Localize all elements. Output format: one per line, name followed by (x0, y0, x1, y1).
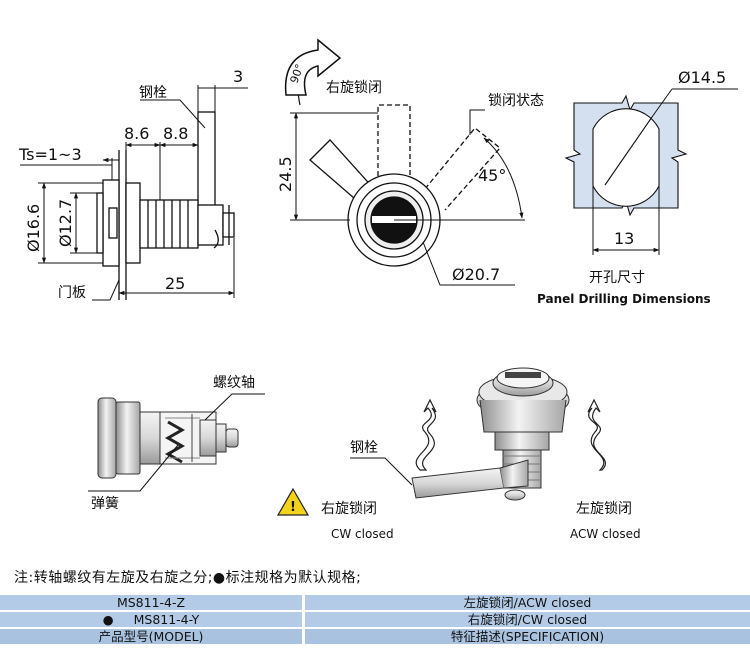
drilling-dimensions (592, 88, 738, 255)
drilling-title-en: Panel Drilling Dimensions (537, 292, 711, 306)
rotation-angle: 90° (288, 62, 307, 85)
front-view-lock (309, 104, 501, 267)
table-header-row: 产品型号(MODEL) 特征描述(SPECIFICATION) (0, 629, 750, 644)
side-photo-lock (97, 397, 239, 479)
drilling-labels: Ø14.5 13 开孔尺寸 Panel Drilling Dimensions (537, 68, 726, 306)
drilling-title-cn: 开孔尺寸 (589, 270, 645, 286)
angle-45: 45° (478, 166, 506, 185)
model-cell: ● MS811-4-Y (0, 612, 305, 627)
model-cell: MS811-4-Z (0, 595, 305, 610)
dia-14-5: Ø14.5 (678, 68, 726, 87)
cw-rotation-arrow-icon (415, 398, 437, 471)
spec-cell: 右旋锁闭/CW closed (305, 612, 750, 627)
table-row: MS811-4-Z 左旋锁闭/ACW closed (0, 595, 750, 610)
dim-3: 3 (233, 67, 243, 86)
iso-lock (411, 367, 570, 501)
table-row: ● MS811-4-Y 右旋锁闭/CW closed (0, 612, 750, 627)
side-photo-leaders (88, 393, 265, 492)
cw-closed-en: CW closed (331, 527, 394, 541)
warning-icon: ! (276, 487, 310, 516)
dim-13: 13 (614, 229, 634, 248)
dia-12-7: Ø12.7 (56, 199, 75, 247)
ts-label: Ts=1~3 (18, 145, 82, 164)
dia-16-6: Ø16.6 (24, 204, 43, 252)
acw-closed-cn: 左旋锁闭 (576, 501, 632, 517)
side-view-lock (96, 111, 235, 300)
spec-table: MS811-4-Z 左旋锁闭/ACW closed ● MS811-4-Y 右旋… (0, 593, 750, 646)
cw-closed-cn: 右旋锁闭 (321, 501, 377, 517)
threaded-shaft-label: 螺纹轴 (213, 375, 255, 391)
side-view-dimensions (20, 85, 248, 301)
dim-24-5: 24.5 (276, 156, 295, 192)
acw-closed-en: ACW closed (570, 527, 641, 541)
default-marker: ● (102, 612, 114, 627)
header-spec: 特征描述(SPECIFICATION) (305, 629, 750, 644)
model-value: MS811-4-Y (133, 612, 200, 627)
technical-diagram: 钢栓 3 8.6 8.8 Ts=1~3 Ø16.6 Ø12.7 门板 25 90… (18, 38, 738, 541)
model-value: MS811-4-Z (116, 595, 186, 610)
front-view-labels: 90° 右旋锁闭 锁闭状态 24.5 45° Ø20.7 (276, 62, 544, 284)
thread-note: 注:转轴螺纹有左旋及右旋之分;●标注规格为默认规格; (14, 570, 362, 586)
acw-rotation-arrow-icon (587, 398, 606, 471)
dim-8-6: 8.6 (124, 124, 149, 143)
dim-8-8: 8.8 (163, 124, 188, 143)
cw-lock-label: 右旋锁闭 (326, 80, 382, 96)
panel-drilling-drawing (564, 94, 688, 217)
drilled-hole (592, 108, 660, 207)
dim-25: 25 (165, 274, 185, 293)
spec-cell: 左旋锁闭/ACW closed (305, 595, 750, 610)
svg-text:!: ! (290, 500, 296, 515)
header-model: 产品型号(MODEL) (0, 629, 305, 644)
iso-bolt-arm (411, 467, 505, 499)
spring-icon (164, 420, 186, 464)
door-panel-label: 门板 (58, 285, 86, 301)
spring-label: 弹簧 (91, 496, 119, 512)
iso-bolt-label: 钢栓 (350, 440, 378, 456)
iso-bolt-leader (350, 457, 413, 486)
side-view-labels: 钢栓 3 8.6 8.8 Ts=1~3 Ø16.6 Ø12.7 门板 25 (18, 67, 243, 301)
lock-state-label: 锁闭状态 (488, 93, 544, 109)
bolt-label: 钢栓 (139, 85, 167, 101)
rotation-arrow-icon (284, 38, 342, 96)
lock-nut (125, 182, 141, 264)
dia-20-7: Ø20.7 (452, 265, 500, 284)
